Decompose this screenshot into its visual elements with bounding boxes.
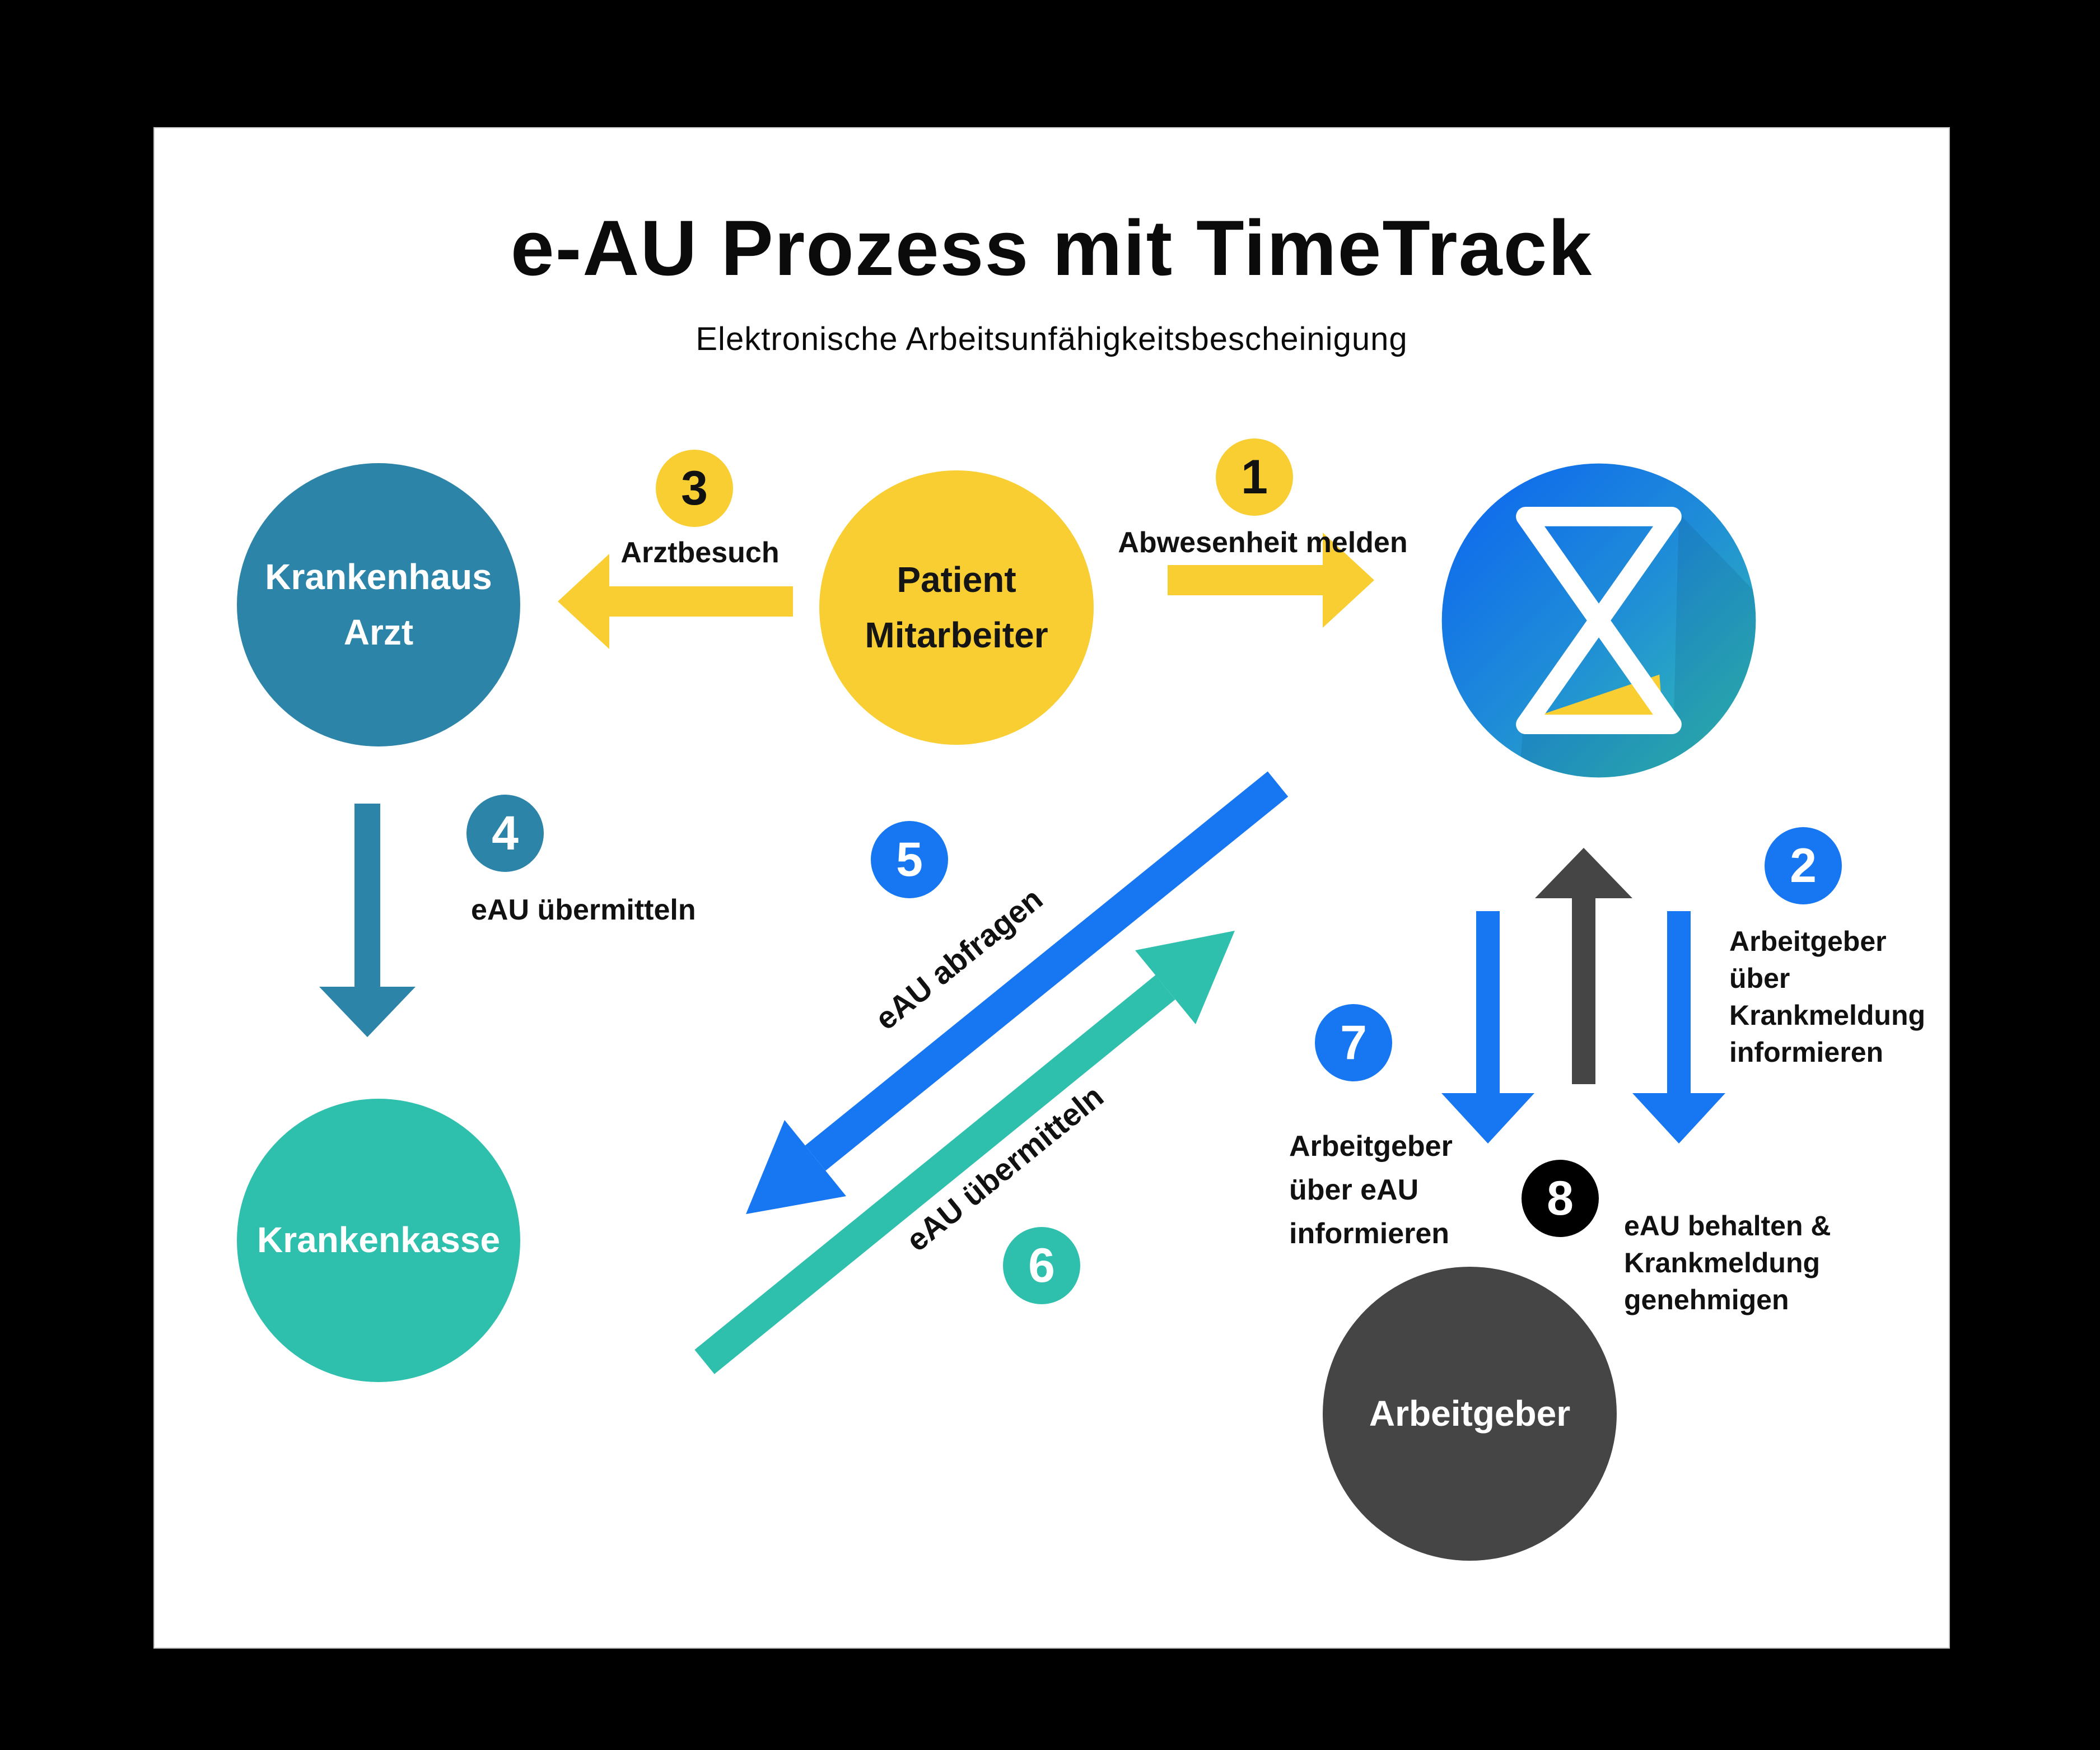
arrow-eau-uebermitteln-krankenkasse-shaft: [354, 804, 380, 987]
node-krankenkasse: Krankenkasse: [237, 1099, 520, 1382]
step-badge-4: 4: [466, 795, 544, 872]
node-patient-label-line2: Mitarbeiter: [865, 615, 1048, 655]
step-label-line: Arbeitgeber: [1289, 1130, 1453, 1163]
step-label-line: informieren: [1289, 1217, 1450, 1250]
node-krankenhaus-arzt-label-line1: Krankenhaus: [265, 556, 492, 597]
step-label-arztbesuch: Arztbesuch: [620, 536, 780, 570]
step-badge-5: 5: [871, 821, 948, 898]
step-label-line: über eAU: [1289, 1174, 1419, 1206]
arrow-eau-uebermitteln-krankenkasse-head-down-icon: [319, 987, 416, 1037]
page-title: e-AU Prozess mit TimeTrack: [510, 204, 1593, 292]
node-patient-label-line1: Patient: [897, 559, 1016, 600]
arrow-krankmeldung-info-left-shaft: [1476, 911, 1500, 1093]
step-label-line: über: [1729, 963, 1790, 994]
arrow-krankmeldung-info-left-head-down-icon: [1441, 1093, 1534, 1144]
arrow-abwesenheit-melden-head-right-icon: [1323, 533, 1374, 628]
step-label-abwesenheit-melden: Abwesenheit melden: [1118, 526, 1408, 559]
step-label-line: genehmigen: [1624, 1284, 1789, 1315]
step-label-krankmeldung-informieren: Arbeitgeber über Krankmeldung informiere…: [1729, 923, 1925, 1071]
step-label-line: eAU behalten &: [1624, 1210, 1831, 1242]
step-badge-3: 3: [656, 450, 733, 527]
node-arbeitgeber-label: Arbeitgeber: [1369, 1393, 1571, 1434]
arrow-arbeitgeber-up-head-icon: [1535, 848, 1632, 898]
node-arbeitgeber: Arbeitgeber: [1323, 1267, 1617, 1561]
step-label-eau-uebermitteln-4: eAU übermitteln: [471, 894, 696, 926]
step-label-eau-behalten-genehmigen: eAU behalten & Krankmeldung genehmigen: [1624, 1207, 1831, 1318]
node-krankenhaus-arzt: Krankenhaus Arzt: [237, 463, 520, 746]
arrow-arbeitgeber-up-shaft: [1572, 898, 1595, 1084]
step-badge-7: 7: [1315, 1004, 1392, 1081]
step-badge-2: 2: [1765, 827, 1842, 904]
page-subtitle: Elektronische Arbeitsunfähigkeitsbeschei…: [696, 321, 1408, 357]
node-krankenhaus-arzt-label-line2: Arzt: [343, 612, 414, 652]
arrow-arztbesuch-head-left-icon: [558, 554, 609, 649]
step-badge-6: 6: [1003, 1227, 1080, 1304]
step-label-line: Arbeitgeber: [1729, 926, 1887, 957]
step-label-line: Krankmeldung: [1729, 1000, 1926, 1031]
node-krankenkasse-label: Krankenkasse: [256, 1220, 501, 1261]
hourglass-icon: [1441, 463, 1756, 778]
arrow-krankmeldung-info-right-head-down-icon: [1632, 1093, 1725, 1144]
step-label-eau-informieren: Arbeitgeber über eAU informieren: [1289, 1124, 1453, 1256]
step-badge-8: 8: [1522, 1160, 1599, 1237]
step-label-line: informieren: [1729, 1037, 1884, 1068]
step-badge-1: 1: [1216, 438, 1293, 516]
node-patient-mitarbeiter: Patient Mitarbeiter: [819, 470, 1094, 745]
node-timetrack-logo: [1436, 458, 1761, 783]
step-label-line: Krankmeldung: [1624, 1247, 1821, 1278]
arrow-arztbesuch-shaft: [608, 586, 793, 617]
arrow-abwesenheit-melden-shaft: [1168, 565, 1323, 595]
arrow-krankmeldung-info-right-shaft: [1667, 911, 1691, 1093]
